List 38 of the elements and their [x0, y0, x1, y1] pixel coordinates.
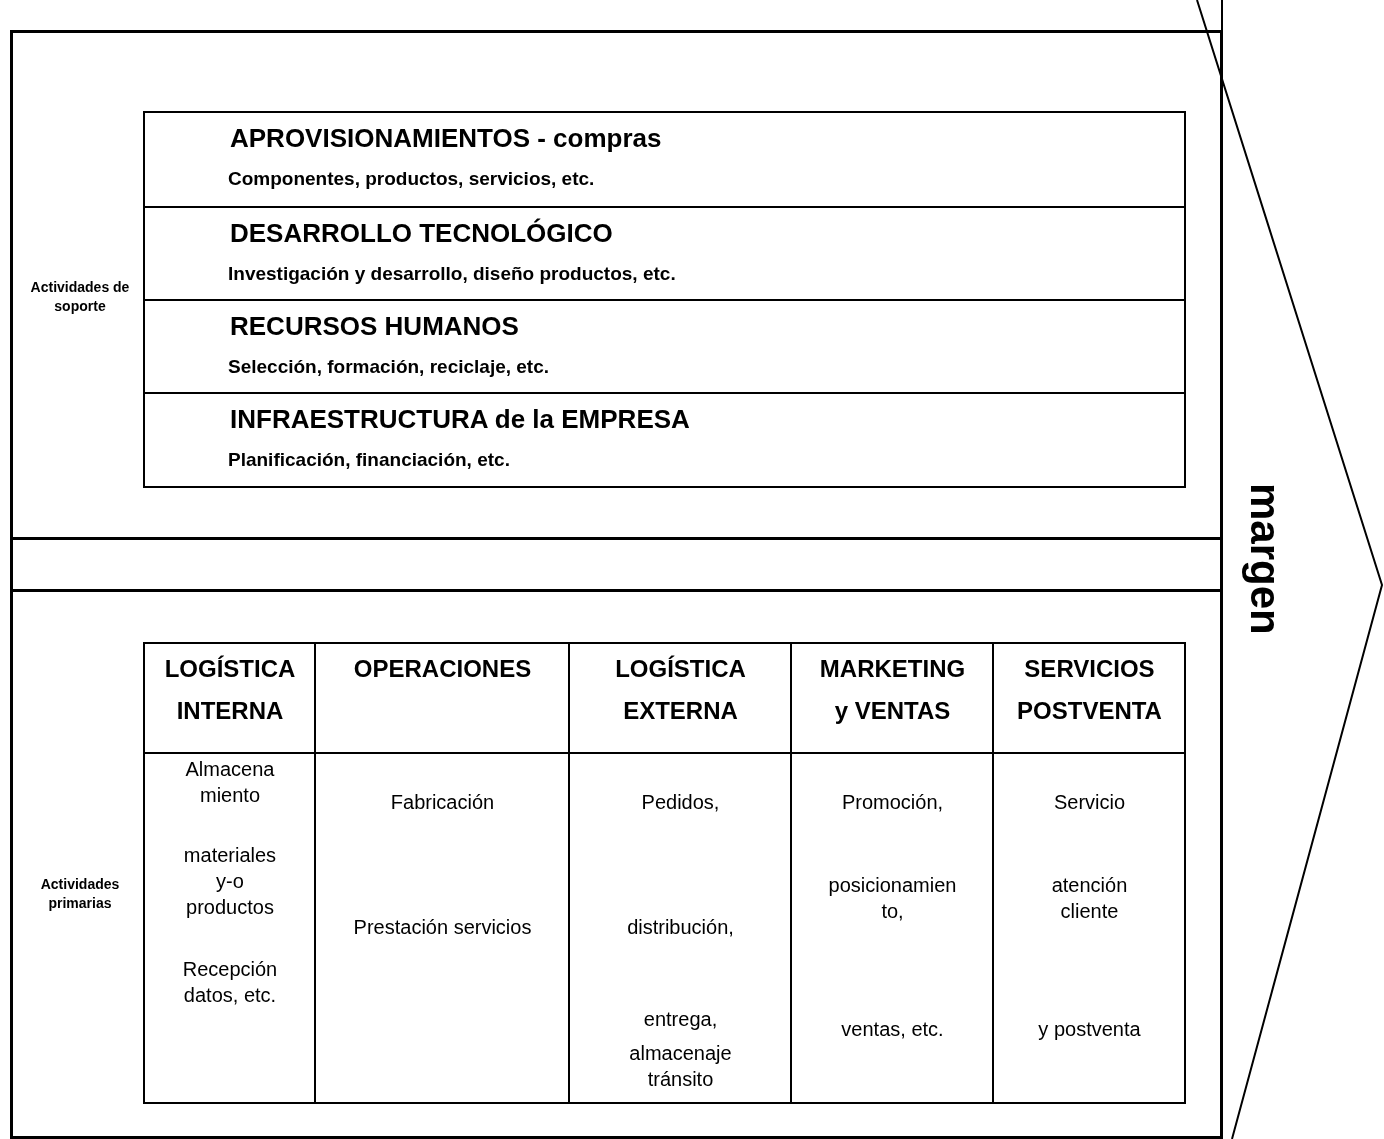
column-text: y postventa — [1037, 1017, 1142, 1042]
activity-band — [10, 589, 1223, 1139]
empty-band — [10, 537, 1223, 592]
primary-activity-column — [568, 644, 791, 1102]
primary-activity-column — [314, 644, 569, 1102]
activity-heading: RECURSOS HUMANOS — [230, 311, 519, 342]
activity-description: Selección, formación, reciclaje, etc. — [228, 356, 550, 378]
section-label: Actividades primarias — [39, 875, 121, 913]
column-text: materiales y-o productos — [182, 843, 278, 920]
column-text: Servicio — [1052, 790, 1127, 815]
activity-band — [10, 30, 1223, 540]
margin-label: margen — [1241, 483, 1289, 635]
activity-description: Componentes, productos, servicios, etc. — [228, 168, 595, 190]
column-text: posicionamien to, — [827, 873, 958, 924]
column-header: MARKETING y VENTAS — [818, 654, 967, 726]
column-text: Recepción datos, etc. — [181, 957, 279, 1008]
column-text: Almacena miento — [184, 757, 276, 808]
column-text: distribución, — [626, 915, 735, 940]
activity-heading: INFRAESTRUCTURA de la EMPRESA — [230, 404, 690, 435]
activity-description: Investigación y desarrollo, diseño productos, etc. — [228, 263, 676, 285]
column-text: Pedidos, — [640, 790, 721, 815]
column-text: almacenaje tránsito — [628, 1041, 733, 1092]
column-header: LOGÍSTICA INTERNA — [163, 654, 297, 726]
column-text: Prestación servicios — [352, 915, 533, 940]
activity-description: Planificación, financiación, etc. — [228, 449, 510, 471]
column-text: entrega, — [642, 1007, 719, 1032]
activity-heading: APROVISIONAMIENTOS - compras — [230, 123, 662, 154]
section-label: Actividades de soporte — [29, 278, 131, 316]
primary-activity-column — [992, 644, 1185, 1102]
column-text: atención cliente — [1050, 873, 1129, 924]
primary-activity-column — [790, 644, 993, 1102]
activity-heading: DESARROLLO TECNOLÓGICO — [230, 218, 613, 249]
column-header: LOGÍSTICA EXTERNA — [614, 654, 747, 726]
column-text: Fabricación — [389, 790, 496, 815]
column-text: Promoción, — [840, 790, 945, 815]
column-header: OPERACIONES — [352, 654, 533, 684]
column-text: ventas, etc. — [840, 1017, 945, 1042]
column-header: SERVICIOS POSTVENTA — [1016, 654, 1163, 726]
